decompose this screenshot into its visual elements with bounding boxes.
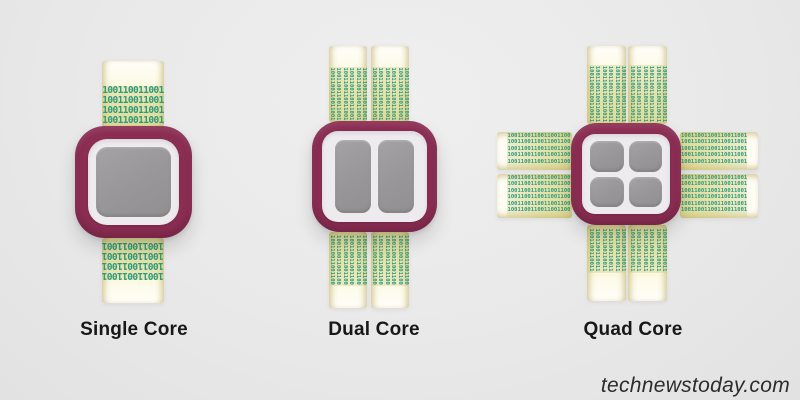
cpu-core-3 [590,176,624,207]
cpu-core-1 [335,140,371,213]
binary-data-strip: 10011001100110011 10011001100110011 1001… [587,65,626,123]
quad-core-ribbon-top-1: 10011001100110011 10011001100110011 1001… [587,46,626,124]
binary-data-strip: 1001100110011001 1001100110011001 100110… [329,67,367,121]
dual-core-ribbon-bottom-1: 100110011001100 100110011001100 10011001… [329,232,367,308]
binary-data-strip: 100110011001 100110011001 100110011001 1… [102,86,164,126]
quad-core-ribbon-right-1: 10011001100110011001 1001100110011001100… [680,132,758,170]
binary-data-strip: 1001100110011001 1001100110011001 100110… [371,67,409,121]
dual-core-ribbon-top-1: 1001100110011001 1001100110011001 100110… [329,46,367,122]
single-core-label: Single Core [80,319,188,340]
binary-data-strip: 100110011001 100110011001 100110011001 1… [102,240,164,280]
cpu-core-4 [628,176,662,207]
chip-substrate [322,131,427,222]
dual-core-ribbon-top-2: 1001100110011001 1001100110011001 100110… [371,46,409,122]
quad-core-ribbon-left-2: 1001100110011001100 1001100110011001100 … [497,174,572,218]
binary-data-strip: 10011001100110011001 1001100110011001100… [681,133,747,169]
chip-substrate [582,134,670,214]
cpu-core-1 [590,141,624,172]
binary-data-strip: 1001100110011001100 1001100110011001100 … [507,133,571,169]
watermark-technewstoday: technewstoday.com [600,374,790,397]
quad-core-ribbon-left-1: 1001100110011001100 1001100110011001100 … [497,132,572,170]
dual-core-ribbon-bottom-2: 100110011001100 100110011001100 10011001… [371,232,409,308]
quad-core-cpu-package [571,123,681,225]
cpu-core-2 [378,140,414,213]
binary-data-strip: 100110011001100 100110011001100 10011001… [371,234,409,286]
quad-core-ribbon-right-2: 10011001100110011001 1001100110011001100… [680,174,758,218]
binary-data-strip: 10011001100110011 10011001100110011 1001… [628,65,667,123]
quad-core-label: Quad Core [583,319,683,340]
quad-core-ribbon-bottom-1: 1001100110011 1001100110011 100110011001… [587,225,626,301]
binary-data-strip: 1001100110011 1001100110011 100110011001… [587,227,626,273]
cpu-core-2 [628,141,662,172]
quad-core-ribbon-bottom-2: 1001100110011 1001100110011 100110011001… [628,225,667,301]
dual-core-cpu-package [312,121,437,232]
chip-substrate [88,139,179,225]
binary-data-strip: 10011001100110011001 1001100110011001100… [681,175,747,217]
single-core-cpu-package [75,126,192,238]
binary-data-strip: 100110011001100 100110011001100 10011001… [329,234,367,286]
quad-core-ribbon-top-2: 10011001100110011 10011001100110011 1001… [628,46,667,124]
binary-data-strip: 1001100110011001100 1001100110011001100 … [507,175,571,217]
single-core-ribbon-top: 100110011001 100110011001 100110011001 1… [102,61,164,127]
single-core-ribbon-bottom: 100110011001 100110011001 100110011001 1… [102,238,164,303]
binary-data-strip: 1001100110011 1001100110011 100110011001… [628,227,667,273]
cpu-core [96,147,171,217]
dual-core-label: Dual Core [328,319,420,340]
